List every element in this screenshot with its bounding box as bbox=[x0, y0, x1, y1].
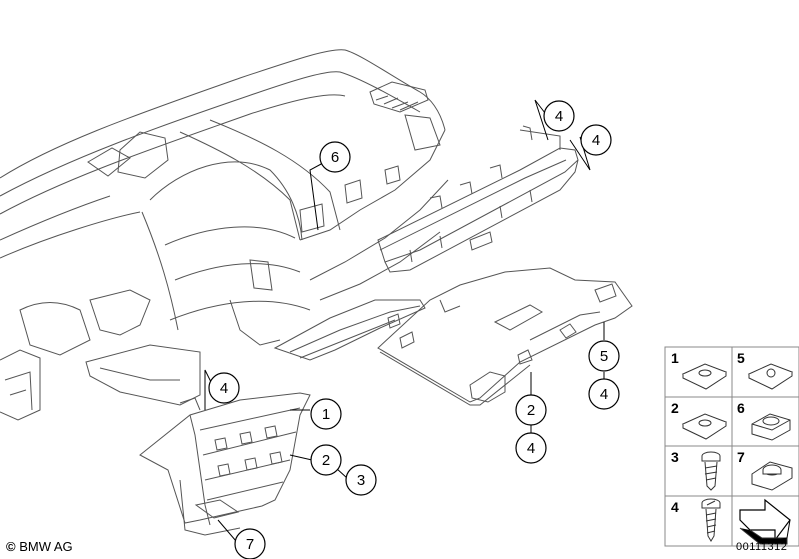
document-number: 00111312 bbox=[736, 541, 788, 553]
svg-text:4: 4 bbox=[671, 499, 679, 515]
arrow-logo-icon bbox=[739, 498, 791, 545]
callout-4: 4 bbox=[208, 372, 240, 404]
callout-4: 4 bbox=[515, 432, 547, 464]
clip-nut-round-icon bbox=[747, 363, 794, 390]
svg-text:1: 1 bbox=[322, 406, 330, 423]
callout-3: 3 bbox=[345, 464, 377, 496]
callout-4: 4 bbox=[543, 100, 575, 132]
svg-text:6: 6 bbox=[737, 400, 745, 416]
svg-text:4: 4 bbox=[600, 386, 608, 403]
center-console-frame-drawing bbox=[139, 392, 311, 536]
svg-text:1: 1 bbox=[671, 350, 679, 366]
svg-text:2: 2 bbox=[671, 400, 679, 416]
leader-lines bbox=[204, 99, 605, 542]
screw-long-icon bbox=[701, 498, 721, 542]
grommet-icon bbox=[751, 413, 791, 441]
svg-text:7: 7 bbox=[737, 449, 745, 465]
callout-4: 4 bbox=[588, 378, 620, 410]
callout-2: 2 bbox=[515, 394, 547, 426]
svg-text:4: 4 bbox=[527, 440, 535, 457]
svg-text:6: 6 bbox=[331, 149, 339, 166]
copyright-owner: BMW AG bbox=[19, 539, 73, 554]
svg-text:4: 4 bbox=[220, 380, 228, 397]
clip-grommet-icon bbox=[751, 461, 793, 491]
callout-6: 6 bbox=[319, 141, 351, 173]
screw-short-icon bbox=[701, 451, 721, 491]
trim-strip-drawing bbox=[377, 125, 579, 273]
svg-text:3: 3 bbox=[671, 449, 679, 465]
parts-legend: 1 5 2 6 3 7 4 bbox=[664, 346, 799, 547]
callout-1: 1 bbox=[310, 398, 342, 430]
copyright-notice: © BMW AG bbox=[6, 539, 73, 554]
svg-text:4: 4 bbox=[555, 108, 563, 125]
clip-nut-icon bbox=[681, 413, 728, 440]
callouts: 6 4 4 4 1 2 3 7 2 4 5 4 bbox=[208, 100, 620, 559]
callout-7: 7 bbox=[234, 528, 266, 559]
svg-text:2: 2 bbox=[527, 402, 535, 419]
callout-4: 4 bbox=[580, 124, 612, 156]
clip-nut-icon bbox=[681, 363, 728, 390]
svg-text:4: 4 bbox=[592, 132, 600, 149]
svg-text:2: 2 bbox=[322, 452, 330, 469]
callout-2: 2 bbox=[310, 444, 342, 476]
lower-panel-drawing bbox=[273, 299, 426, 361]
dashboard-drawing bbox=[0, 49, 449, 421]
callout-5: 5 bbox=[588, 340, 620, 372]
svg-text:3: 3 bbox=[357, 472, 365, 489]
svg-text:5: 5 bbox=[737, 350, 745, 366]
under-panel-drawing bbox=[377, 267, 633, 406]
svg-text:5: 5 bbox=[600, 348, 608, 365]
svg-text:7: 7 bbox=[246, 536, 254, 553]
